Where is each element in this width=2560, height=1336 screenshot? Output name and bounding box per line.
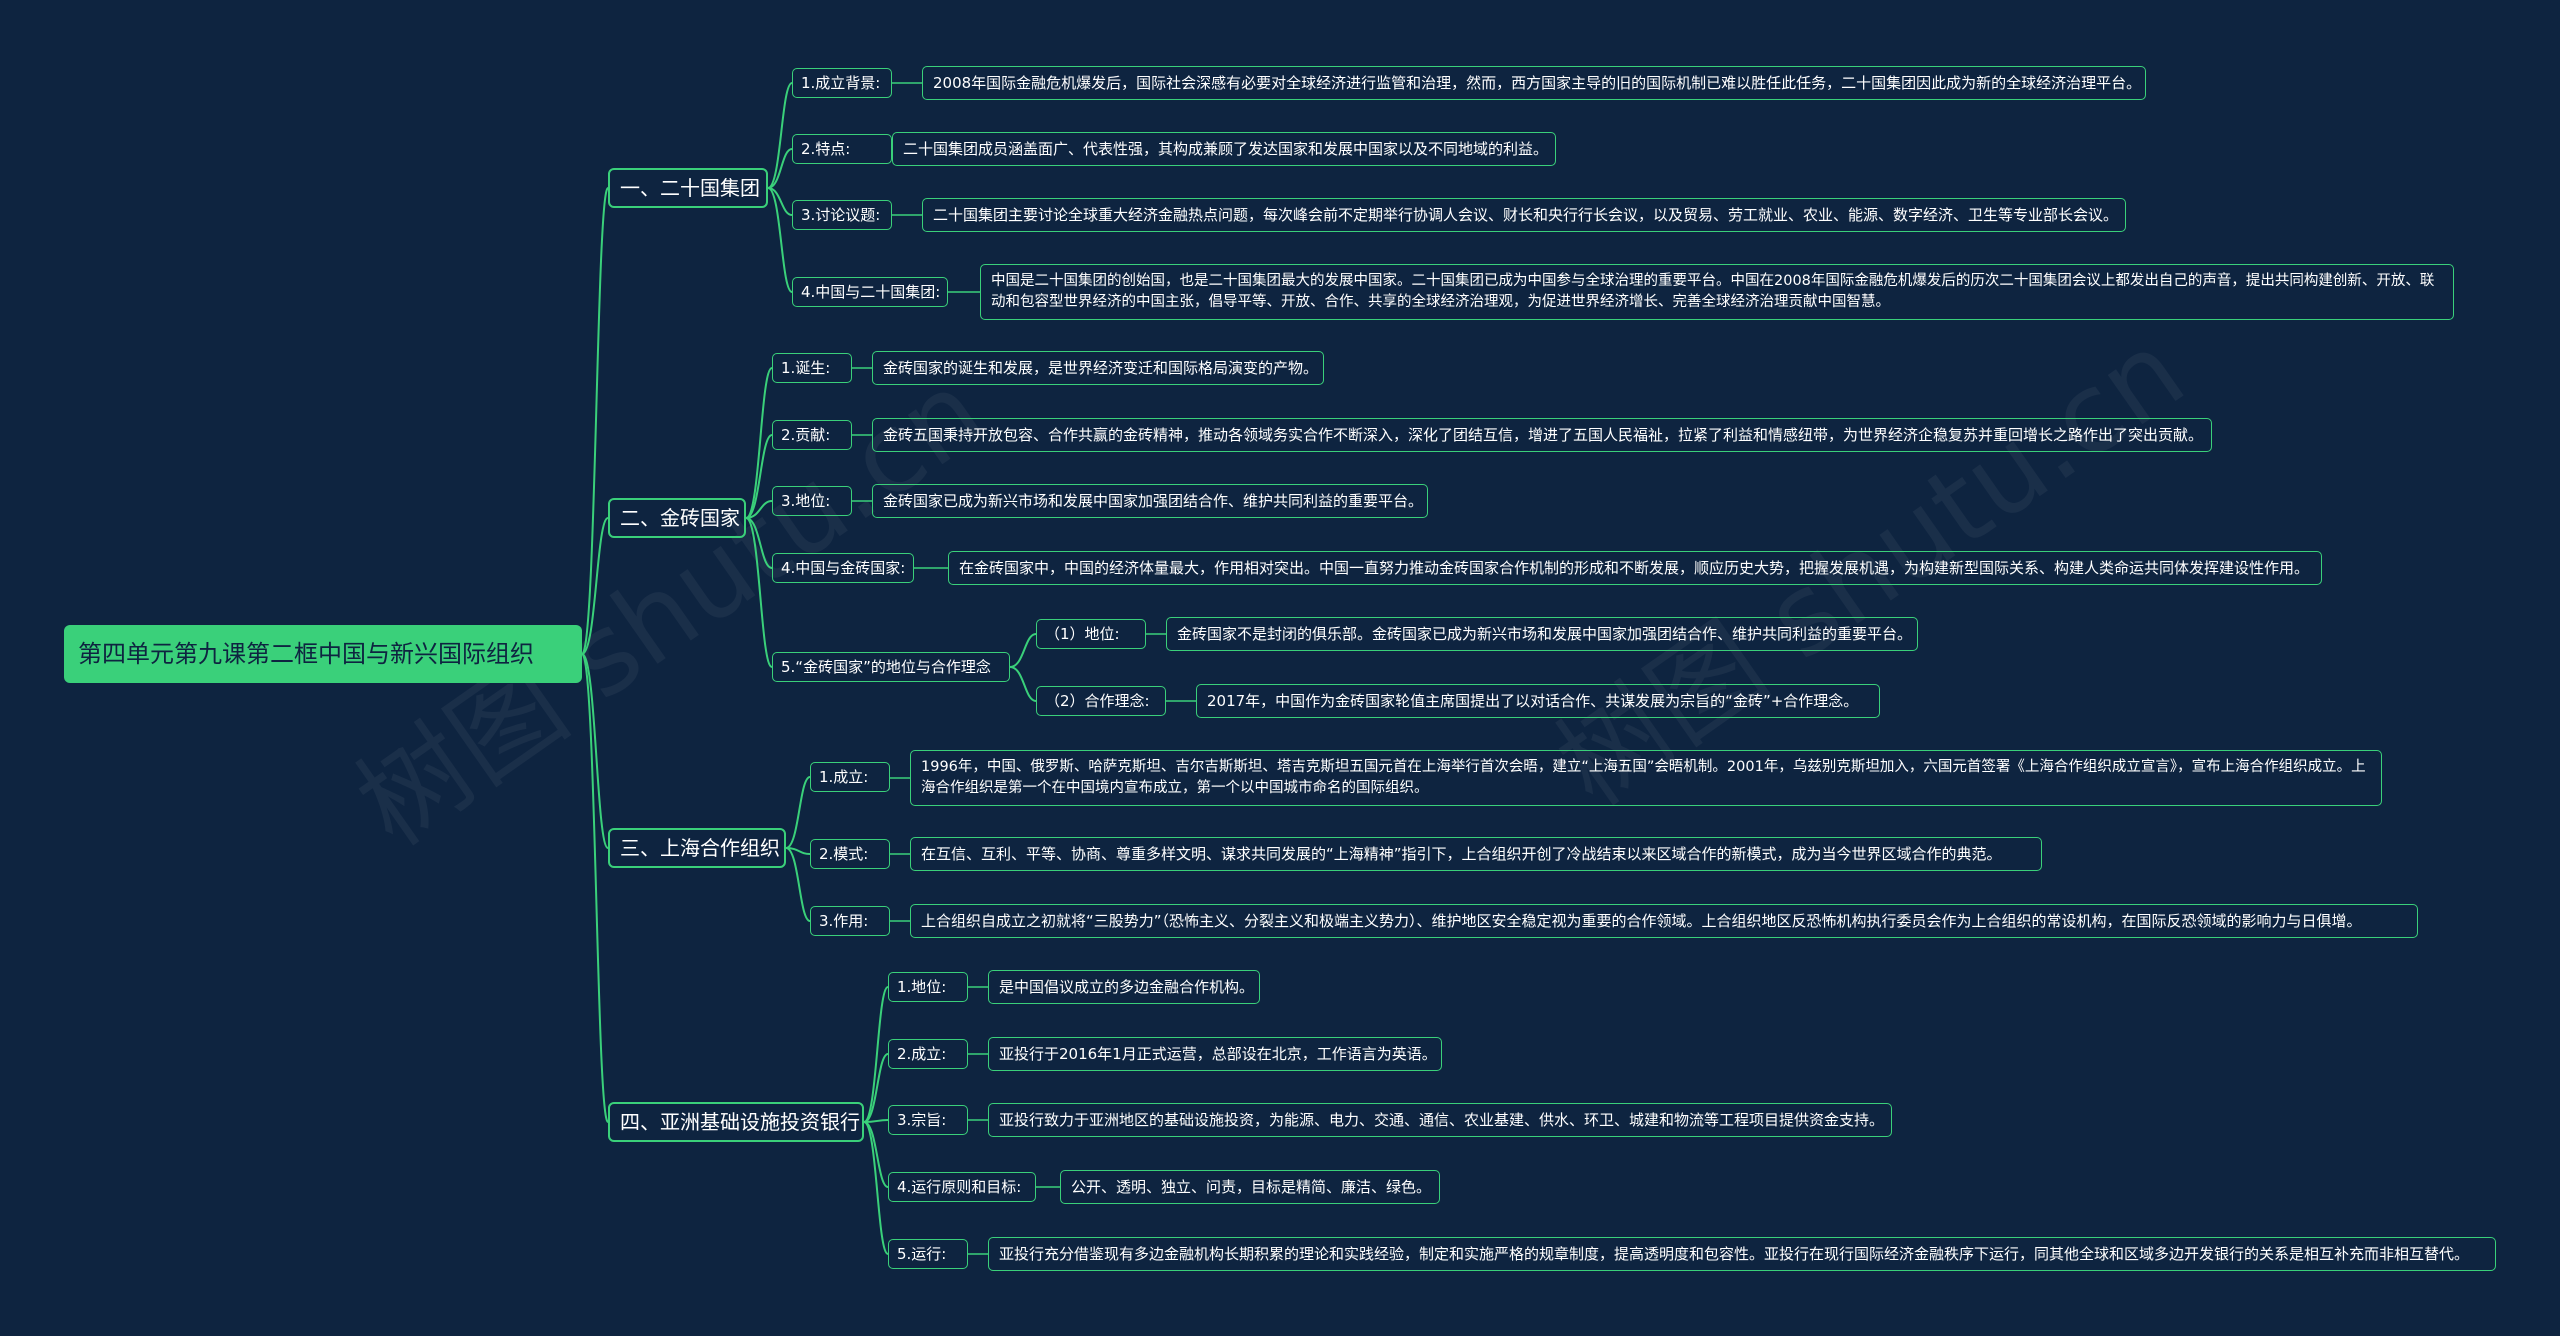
- connector: [745, 367, 773, 519]
- section-g20[interactable]: 一、二十国集团: [608, 168, 768, 208]
- item-content[interactable]: 金砖五国秉持开放包容、合作共赢的金砖精神，推动各领域务实合作不断深入，深化了团结…: [872, 418, 2212, 452]
- item-label[interactable]: 4.中国与金砖国家:: [772, 553, 914, 583]
- item-content[interactable]: 亚投行充分借鉴现有多边金融机构长期积累的理论和实践经验，制定和实施严格的规章制度…: [988, 1237, 2496, 1271]
- item-label[interactable]: 4.中国与二十国集团:: [792, 277, 948, 307]
- connector: [581, 517, 609, 655]
- section-aiib[interactable]: 四、亚洲基础设施投资银行: [608, 1102, 864, 1142]
- connector: [863, 1119, 889, 1123]
- item-content[interactable]: 亚投行于2016年1月正式运营，总部设在北京，工作语言为英语。: [988, 1037, 1442, 1071]
- connector: [767, 187, 793, 293]
- item-content[interactable]: 中国是二十国集团的创始国，也是二十国集团最大的发展中国家。二十国集团已成为中国参…: [980, 264, 2454, 320]
- connector: [767, 82, 793, 189]
- connector: [745, 517, 773, 668]
- item-content[interactable]: 在互信、互利、平等、协商、尊重多样文明、谋求共同发展的“上海精神”指引下，上合组…: [910, 837, 2042, 871]
- connector: [863, 1121, 889, 1188]
- item-content[interactable]: 二十国集团主要讨论全球重大经济金融热点问题，每次峰会前不定期举行协调人会议、财长…: [922, 198, 2126, 232]
- connector: [745, 434, 773, 519]
- section-sco[interactable]: 三、上海合作组织: [608, 828, 786, 868]
- item-content[interactable]: 金砖国家已成为新兴市场和发展中国家加强团结合作、维护共同利益的重要平台。: [872, 484, 1428, 518]
- item-label[interactable]: 2.模式:: [810, 839, 890, 869]
- item-label[interactable]: 4.运行原则和目标:: [888, 1172, 1036, 1202]
- item-content[interactable]: 在金砖国家中，中国的经济体量最大，作用相对突出。中国一直努力推动金砖国家合作机制…: [948, 551, 2322, 585]
- root-topic[interactable]: 第四单元第九课第二框中国与新兴国际组织: [64, 625, 582, 683]
- item-label[interactable]: 3.地位:: [772, 486, 852, 516]
- item-content[interactable]: 亚投行致力于亚洲地区的基础设施投资，为能源、电力、交通、通信、农业基建、供水、环…: [988, 1103, 1892, 1137]
- connector: [745, 517, 773, 569]
- connector: [863, 986, 889, 1123]
- subitem-content[interactable]: 2017年，中国作为金砖国家轮值主席国提出了以对话合作、共谋发展为宗旨的“金砖”…: [1196, 684, 1880, 718]
- item-label[interactable]: 2.贡献:: [772, 420, 852, 450]
- item-label[interactable]: 3.讨论议题:: [792, 200, 892, 230]
- connector: [863, 1121, 889, 1255]
- subitem-label[interactable]: （2）合作理念:: [1036, 686, 1166, 716]
- item-content[interactable]: 二十国集团成员涵盖面广、代表性强，其构成兼顾了发达国家和发展中国家以及不同地域的…: [892, 132, 1556, 166]
- item-label[interactable]: 1.地位:: [888, 972, 968, 1002]
- connector: [1009, 666, 1037, 702]
- item-label[interactable]: 3.宗旨:: [888, 1105, 968, 1135]
- connector: [745, 500, 773, 519]
- connector: [785, 776, 811, 849]
- item-label[interactable]: 1.成立背景:: [792, 68, 892, 98]
- connector: [581, 653, 609, 849]
- item-label[interactable]: 3.作用:: [810, 906, 890, 936]
- item-label[interactable]: 5.“金砖国家”的地位与合作理念: [772, 652, 1010, 682]
- item-content[interactable]: 1996年，中国、俄罗斯、哈萨克斯坦、吉尔吉斯斯坦、塔吉克斯坦五国元首在上海举行…: [910, 750, 2382, 806]
- subitem-label[interactable]: （1）地位:: [1036, 619, 1146, 649]
- item-content[interactable]: 公开、透明、独立、问责，目标是精简、廉洁、绿色。: [1060, 1170, 1440, 1204]
- item-label[interactable]: 5.运行:: [888, 1239, 968, 1269]
- item-label[interactable]: 1.诞生:: [772, 353, 852, 383]
- connector: [581, 653, 609, 1123]
- item-content[interactable]: 2008年国际金融危机爆发后，国际社会深感有必要对全球经济进行监管和治理，然而，…: [922, 66, 2146, 100]
- item-label[interactable]: 2.成立:: [888, 1039, 968, 1069]
- item-label[interactable]: 1.成立:: [810, 762, 890, 792]
- item-content[interactable]: 是中国倡议成立的多边金融合作机构。: [988, 970, 1260, 1004]
- connector: [581, 187, 609, 655]
- item-label[interactable]: 2.特点:: [792, 134, 892, 164]
- connector: [863, 1053, 889, 1123]
- connector: [1009, 633, 1037, 668]
- item-content[interactable]: 金砖国家的诞生和发展，是世界经济变迁和国际格局演变的产物。: [872, 351, 1324, 385]
- section-brics[interactable]: 二、金砖国家: [608, 498, 746, 538]
- subitem-content[interactable]: 金砖国家不是封闭的俱乐部。金砖国家已成为新兴市场和发展中国家加强团结合作、维护共…: [1166, 617, 1918, 651]
- connector: [785, 847, 811, 922]
- connector: [767, 148, 793, 189]
- item-content[interactable]: 上合组织自成立之初就将“三股势力”（恐怖主义、分裂主义和极端主义势力）、维护地区…: [910, 904, 2418, 938]
